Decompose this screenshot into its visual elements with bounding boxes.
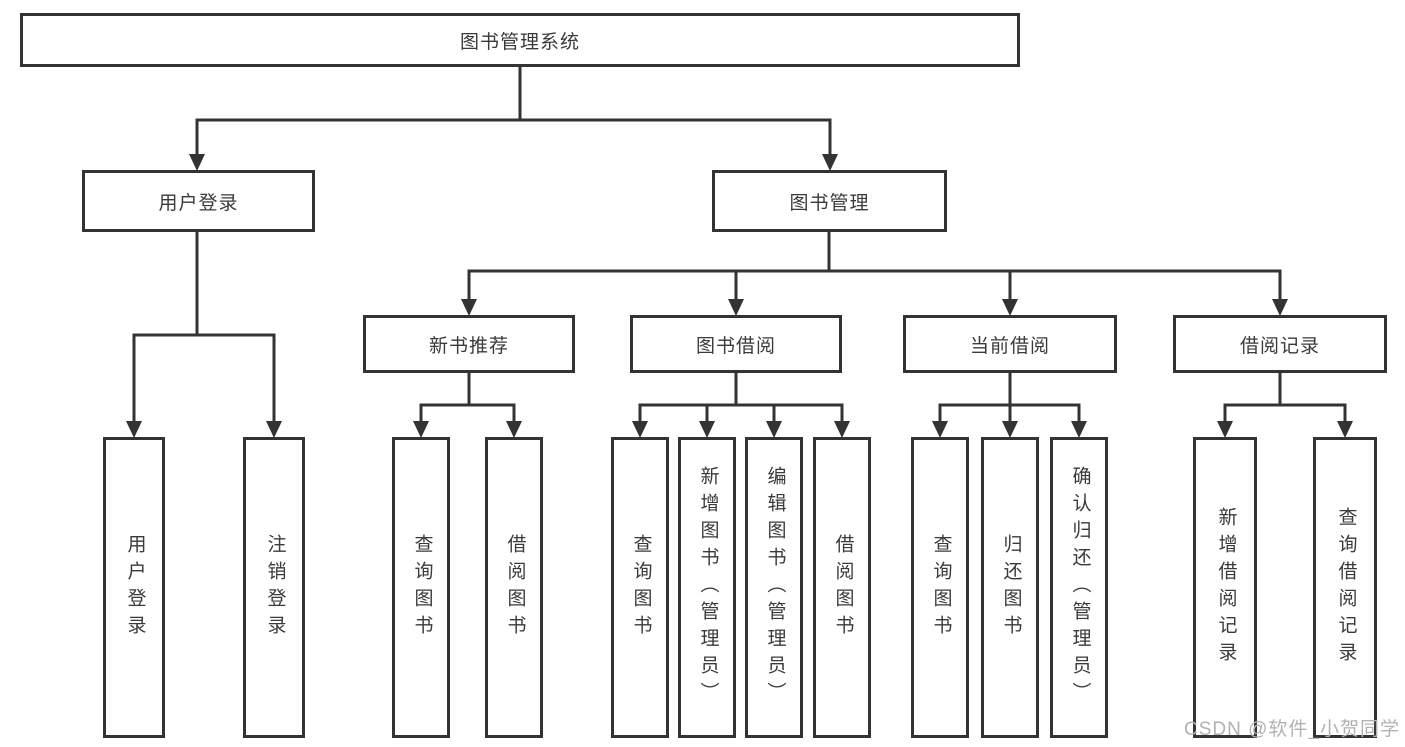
node-user-login: 用户登录 (82, 170, 315, 232)
leaf-edit-books-admin-label: 编辑图书（管理员） (764, 466, 786, 709)
leaf-logout-label: 注销登录 (264, 533, 286, 642)
node-user-login-label: 用户登录 (158, 192, 239, 214)
leaf-borrow-books-recommend: 借阅图书 (485, 437, 543, 738)
leaf-add-books-admin-label: 新增图书（管理员） (697, 466, 719, 709)
node-book-borrowing: 图书借阅 (630, 315, 842, 373)
leaf-query-books-current: 查询图书 (911, 437, 969, 738)
leaf-return-books: 归还图书 (981, 437, 1039, 738)
leaf-confirm-return-admin: 确认归还（管理员） (1050, 437, 1108, 738)
node-new-book-recommend: 新书推荐 (363, 315, 575, 373)
leaf-add-borrow-record-label: 新增借阅记录 (1215, 506, 1237, 669)
watermark: CSDN @软件_小贺同学 (1184, 719, 1400, 740)
leaf-user-login-label: 用户登录 (124, 533, 146, 642)
node-current-borrowing-label: 当前借阅 (969, 335, 1050, 357)
node-root-label: 图书管理系统 (459, 31, 580, 53)
leaf-query-books-recommend-label: 查询图书 (411, 533, 433, 642)
node-book-management: 图书管理 (712, 170, 947, 232)
leaf-borrow-books-borrowing-label: 借阅图书 (832, 533, 854, 642)
leaf-user-login: 用户登录 (103, 437, 165, 738)
leaf-query-books-recommend: 查询图书 (392, 437, 450, 738)
leaf-query-borrow-record-label: 查询借阅记录 (1335, 506, 1357, 669)
leaf-confirm-return-admin-label: 确认归还（管理员） (1069, 466, 1091, 709)
leaf-add-books-admin: 新增图书（管理员） (678, 437, 736, 738)
leaf-return-books-label: 归还图书 (1000, 533, 1022, 642)
leaf-add-borrow-record: 新增借阅记录 (1193, 437, 1257, 738)
leaf-edit-books-admin: 编辑图书（管理员） (745, 437, 803, 738)
leaf-query-books-borrowing-label: 查询图书 (630, 533, 652, 642)
node-borrowing-records-label: 借阅记录 (1239, 335, 1320, 357)
node-root: 图书管理系统 (20, 13, 1020, 67)
node-book-management-label: 图书管理 (789, 192, 870, 214)
node-borrowing-records: 借阅记录 (1173, 315, 1387, 373)
leaf-query-books-current-label: 查询图书 (930, 533, 952, 642)
node-new-book-recommend-label: 新书推荐 (428, 335, 509, 357)
node-current-borrowing: 当前借阅 (903, 315, 1117, 373)
leaf-query-borrow-record: 查询借阅记录 (1313, 437, 1377, 738)
leaf-borrow-books-recommend-label: 借阅图书 (504, 533, 526, 642)
leaf-query-books-borrowing: 查询图书 (611, 437, 669, 738)
node-book-borrowing-label: 图书借阅 (695, 335, 776, 357)
leaf-borrow-books-borrowing: 借阅图书 (813, 437, 871, 738)
leaf-logout: 注销登录 (243, 437, 305, 738)
